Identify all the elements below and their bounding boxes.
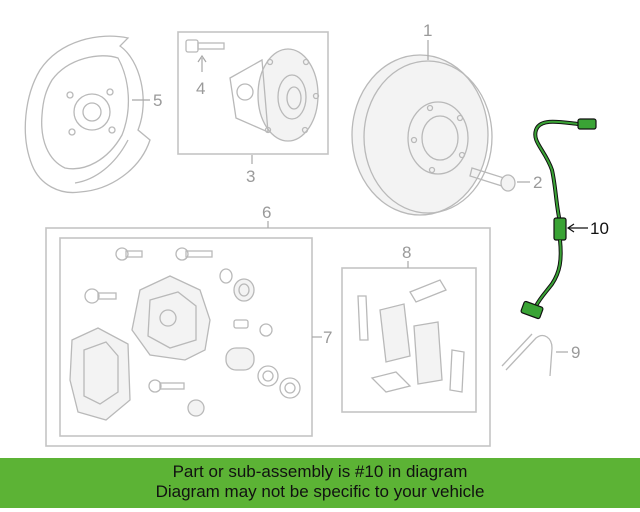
callout-9: 9 [571, 343, 580, 362]
brake-disc-part[interactable] [351, 54, 493, 216]
hub-bearing-part[interactable] [229, 48, 320, 142]
info-banner: Part or sub-assembly is #10 in diagram D… [0, 458, 640, 508]
brake-pads-part[interactable] [357, 279, 465, 393]
banner-line-2: Diagram may not be specific to your vehi… [155, 482, 485, 501]
callout-8: 8 [402, 243, 411, 262]
callout-6: 6 [262, 203, 271, 222]
callout-1: 1 [423, 21, 432, 40]
guide-pins-part[interactable] [84, 247, 213, 393]
hub-bolt-part[interactable] [185, 39, 225, 53]
banner-line-1: Part or sub-assembly is #10 in diagram [172, 462, 468, 481]
callout-10: 10 [590, 219, 609, 238]
callout-3: 3 [246, 167, 255, 186]
brake-pads-box [341, 267, 477, 413]
abs-sensor-part[interactable] [520, 118, 597, 320]
parts-diagram: 5 4 3 1 2 [24, 21, 609, 447]
callout-4: 4 [196, 79, 205, 98]
dust-shield-part[interactable] [24, 35, 151, 194]
callout-5: 5 [153, 91, 162, 110]
caliper-hardware-part[interactable] [187, 268, 301, 417]
callout-2: 2 [533, 173, 542, 192]
caliper-body-part[interactable] [131, 275, 211, 361]
caliper-bracket-part[interactable] [69, 327, 131, 421]
pad-wear-clip-part[interactable] [501, 333, 553, 377]
disc-bolt-part[interactable] [469, 167, 516, 192]
callout-7: 7 [323, 328, 332, 347]
hub-assembly-box [177, 31, 329, 155]
